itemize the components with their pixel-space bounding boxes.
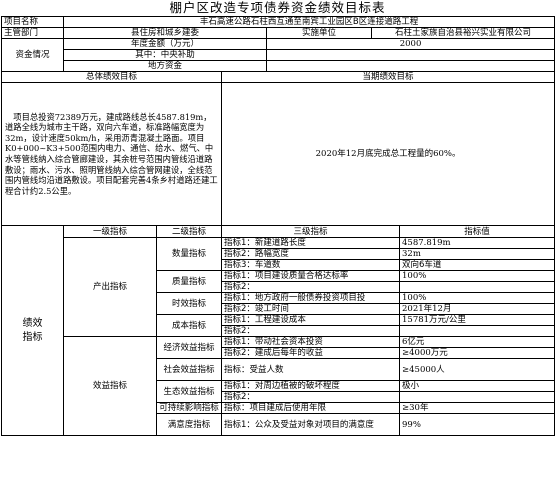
quality-indicator-label: 质量指标 <box>156 270 222 293</box>
total-goal-text: 项目总投资72389万元，建成路线总长4587.819m，道路全线为城市主干路，… <box>1 82 222 226</box>
header-value: 指标值 <box>398 225 555 238</box>
indicator-value: 15781万元/公里 <box>398 314 555 326</box>
indicator-value: 4587.819m <box>398 237 555 249</box>
current-goal-text: 2020年12月底完成总工程量的60%。 <box>220 82 555 226</box>
satisfaction-indicator-label: 满意度指标 <box>156 413 222 436</box>
indicator-row: 指标2： <box>221 281 400 293</box>
indicator-row: 指标1：工程建设成本 <box>221 314 400 326</box>
indicator-value: 双向6车道 <box>398 259 555 271</box>
funds-label: 资金情况 <box>1 38 64 72</box>
unit-value: 石柱土家族自治县裕兴实业有限公司 <box>370 27 555 39</box>
indicator-row: 指标1：项目建设质量合格达标率 <box>221 270 400 282</box>
indicator-value <box>398 391 555 403</box>
indicator-value: 32m <box>398 248 555 260</box>
indicator-row: 指标1：对周边植被的破坏程度 <box>221 380 400 392</box>
total-goal-header: 总体绩效目标 <box>1 71 222 83</box>
central-subsidy-label: 其中：中央补助 <box>63 49 267 61</box>
indicator-value <box>398 325 555 337</box>
annual-amount-label: 年度金额（万元） <box>63 38 267 50</box>
indicator-row: 指标2：竣工时间 <box>221 303 400 315</box>
indicator-value: 2021年12月 <box>398 303 555 315</box>
indicator-row: 指标：项目建成后使用年限 <box>221 402 400 414</box>
indicator-value <box>398 281 555 293</box>
indicator-row: 指标1：新建道路长度 <box>221 237 400 249</box>
indicator-row: 指标1：带动社会资本投资 <box>221 336 400 348</box>
indicators-side-label: 绩效指标 <box>1 225 64 436</box>
indicator-row: 指标1：地方政府一般债券投资项目投 <box>221 292 400 304</box>
indicator-value: 100% <box>398 292 555 304</box>
local-funds-value <box>265 60 555 72</box>
quantity-indicator-label: 数量指标 <box>156 237 222 271</box>
indicator-value: ≥30年 <box>398 402 555 414</box>
current-goal-header: 当期绩效目标 <box>220 71 555 83</box>
timeliness-indicator-label: 时效指标 <box>156 292 222 315</box>
indicator-row: 指标2： <box>221 391 400 403</box>
sustainable-indicator-label: 可持续影响指标 <box>156 402 222 414</box>
dept-value: 县住房和城乡建委 <box>63 27 267 39</box>
social-indicator-label: 社会效益指标 <box>156 358 222 381</box>
header-level2: 二级指标 <box>156 225 222 238</box>
annual-amount-value: 2000 <box>265 38 555 50</box>
indicator-row: 指标2：路幅宽度 <box>221 248 400 260</box>
cost-indicator-label: 成本指标 <box>156 314 222 337</box>
indicator-value: 极小 <box>398 380 555 392</box>
project-name-label: 项目名称 <box>1 16 64 28</box>
indicator-value: 6亿元 <box>398 336 555 348</box>
economic-indicator-label: 经济效益指标 <box>156 336 222 359</box>
indicator-row: 指标1：公众及受益对象对项目的满意度 <box>221 413 400 436</box>
output-indicators-label: 产出指标 <box>63 237 157 337</box>
page-title: 棚户区改造专项债券资金绩效目标表 <box>169 0 386 15</box>
indicator-row: 指标3：车道数 <box>221 259 400 271</box>
indicator-value: 99% <box>398 413 555 436</box>
performance-table: 项目名称 丰石高速公路石柱西互通至南宾工业园区B区连接道路工程 主管部门 县住房… <box>1 16 555 436</box>
unit-label: 实施单位 <box>266 27 372 39</box>
header-level3: 三级指标 <box>221 225 400 238</box>
central-subsidy-value <box>265 49 555 61</box>
local-funds-label: 地方资金 <box>63 60 267 72</box>
header-level1: 一级指标 <box>63 225 157 238</box>
ecological-indicator-label: 生态效益指标 <box>156 380 222 403</box>
effect-indicators-label: 效益指标 <box>63 336 157 436</box>
indicator-value: ≥45000人 <box>398 358 555 381</box>
indicator-row: 指标2： <box>221 325 400 337</box>
dept-label: 主管部门 <box>1 27 64 39</box>
indicator-row: 指标：受益人数 <box>221 358 400 381</box>
indicator-value: ≥4000万元 <box>398 347 555 359</box>
indicator-row: 指标2：建成后每年的收益 <box>221 347 400 359</box>
project-name-value: 丰石高速公路石柱西互通至南宾工业园区B区连接道路工程 <box>62 16 555 28</box>
indicator-value: 100% <box>398 270 555 282</box>
